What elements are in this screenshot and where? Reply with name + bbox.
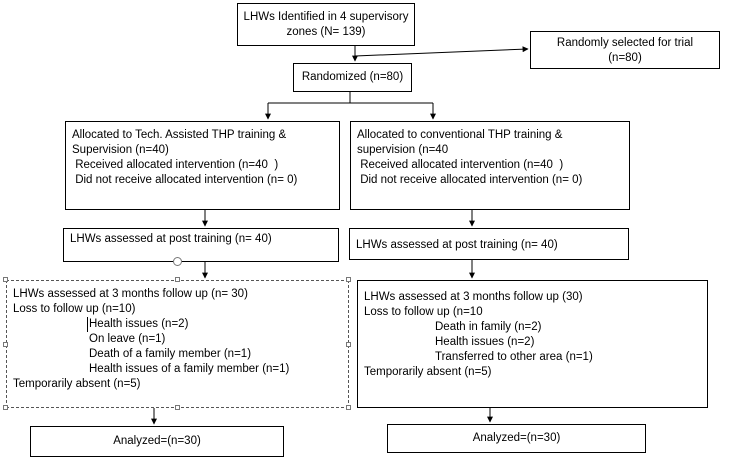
- right-allocation-box: Allocated to conventional THP training &…: [350, 121, 630, 210]
- right-post-training-label: LHWs assessed at post training (n= 40): [356, 239, 558, 251]
- left-follow-up-box[interactable]: LHWs assessed at 3 months follow up (n= …: [6, 280, 349, 408]
- right-follow-temp-absent: Temporarily absent (n=5): [364, 366, 492, 378]
- right-follow-line-2: Loss to follow up (n=10: [364, 306, 483, 318]
- right-analyzed-label: Analyzed=(n=30): [472, 432, 561, 444]
- identified-box: LHWs Identified in 4 supervisory zones (…: [237, 3, 415, 46]
- right-reason-1: Death in family (n=2): [435, 321, 542, 333]
- arrow-to-random-selection: [354, 46, 529, 57]
- resize-handle-mid-right[interactable]: [346, 342, 351, 347]
- left-post-training-box: LHWs assessed at post training (n= 40): [63, 228, 339, 262]
- left-allocation-line-3: Received allocated intervention (n=40 ): [72, 159, 279, 171]
- random-selection-line-1: Randomly selected for trial: [556, 37, 694, 49]
- left-analyzed-box: Analyzed=(n=30): [30, 426, 284, 457]
- left-allocation-box: Allocated to Tech. Assisted THP training…: [65, 121, 340, 210]
- left-reason-2: On leave (n=1): [89, 333, 166, 345]
- resize-handle-bottom-mid[interactable]: [175, 405, 180, 410]
- left-analyzed-label: Analyzed=(n=30): [113, 435, 201, 447]
- rotate-handle-icon[interactable]: [173, 257, 182, 266]
- left-follow-line-1: LHWs assessed at 3 months follow up (n= …: [13, 288, 248, 300]
- resize-handle-bottom-left[interactable]: [3, 405, 8, 410]
- left-follow-line-2: Loss to follow up (n=10): [13, 303, 136, 315]
- left-allocation-line-1: Allocated to Tech. Assisted THP training…: [72, 129, 287, 141]
- right-reason-3: Transferred to other area (n=1): [435, 351, 593, 363]
- resize-handle-bottom-right[interactable]: [346, 405, 351, 410]
- right-allocation-line-3: Received allocated intervention (n=40 ): [357, 159, 564, 171]
- left-reason-1: Health issues (n=2): [87, 317, 348, 332]
- left-reason-4: Health issues of a family member (n=1): [89, 363, 290, 375]
- right-follow-line-1: LHWs assessed at 3 months follow up (30): [364, 291, 583, 303]
- random-selection-box: Randomly selected for trial (n=80): [530, 31, 720, 69]
- resize-handle-top-mid[interactable]: [175, 277, 180, 282]
- left-follow-temp-absent: Temporarily absent (n=5): [13, 378, 141, 390]
- left-allocation-line-4: Did not receive allocated intervention (…: [72, 174, 298, 186]
- identified-line-1: LHWs Identified in 4 supervisory: [243, 11, 409, 23]
- right-allocation-line-2: supervision (n=40: [357, 144, 449, 156]
- right-allocation-line-1: Allocated to conventional THP training &: [357, 129, 563, 141]
- resize-handle-top-left[interactable]: [3, 277, 8, 282]
- right-analyzed-box: Analyzed=(n=30): [387, 424, 646, 453]
- right-allocation-line-4: Did not receive allocated intervention (…: [357, 174, 583, 186]
- right-reason-2: Health issues (n=2): [435, 336, 535, 348]
- left-post-training-label: LHWs assessed at post training (n= 40): [70, 233, 272, 245]
- resize-handle-mid-left[interactable]: [3, 342, 8, 347]
- identified-line-2: zones (N= 139): [286, 26, 366, 38]
- random-selection-line-2: (n=80): [608, 52, 642, 64]
- left-reason-3: Death of a family member (n=1): [89, 348, 252, 360]
- right-post-training-box: LHWs assessed at post training (n= 40): [349, 228, 629, 260]
- randomized-label: Randomized (n=80): [301, 71, 404, 83]
- randomized-box: Randomized (n=80): [293, 63, 412, 92]
- resize-handle-top-right[interactable]: [346, 277, 351, 282]
- right-follow-up-box: LHWs assessed at 3 months follow up (30)…: [357, 280, 708, 408]
- left-allocation-line-2: Supervision (n=40): [72, 144, 169, 156]
